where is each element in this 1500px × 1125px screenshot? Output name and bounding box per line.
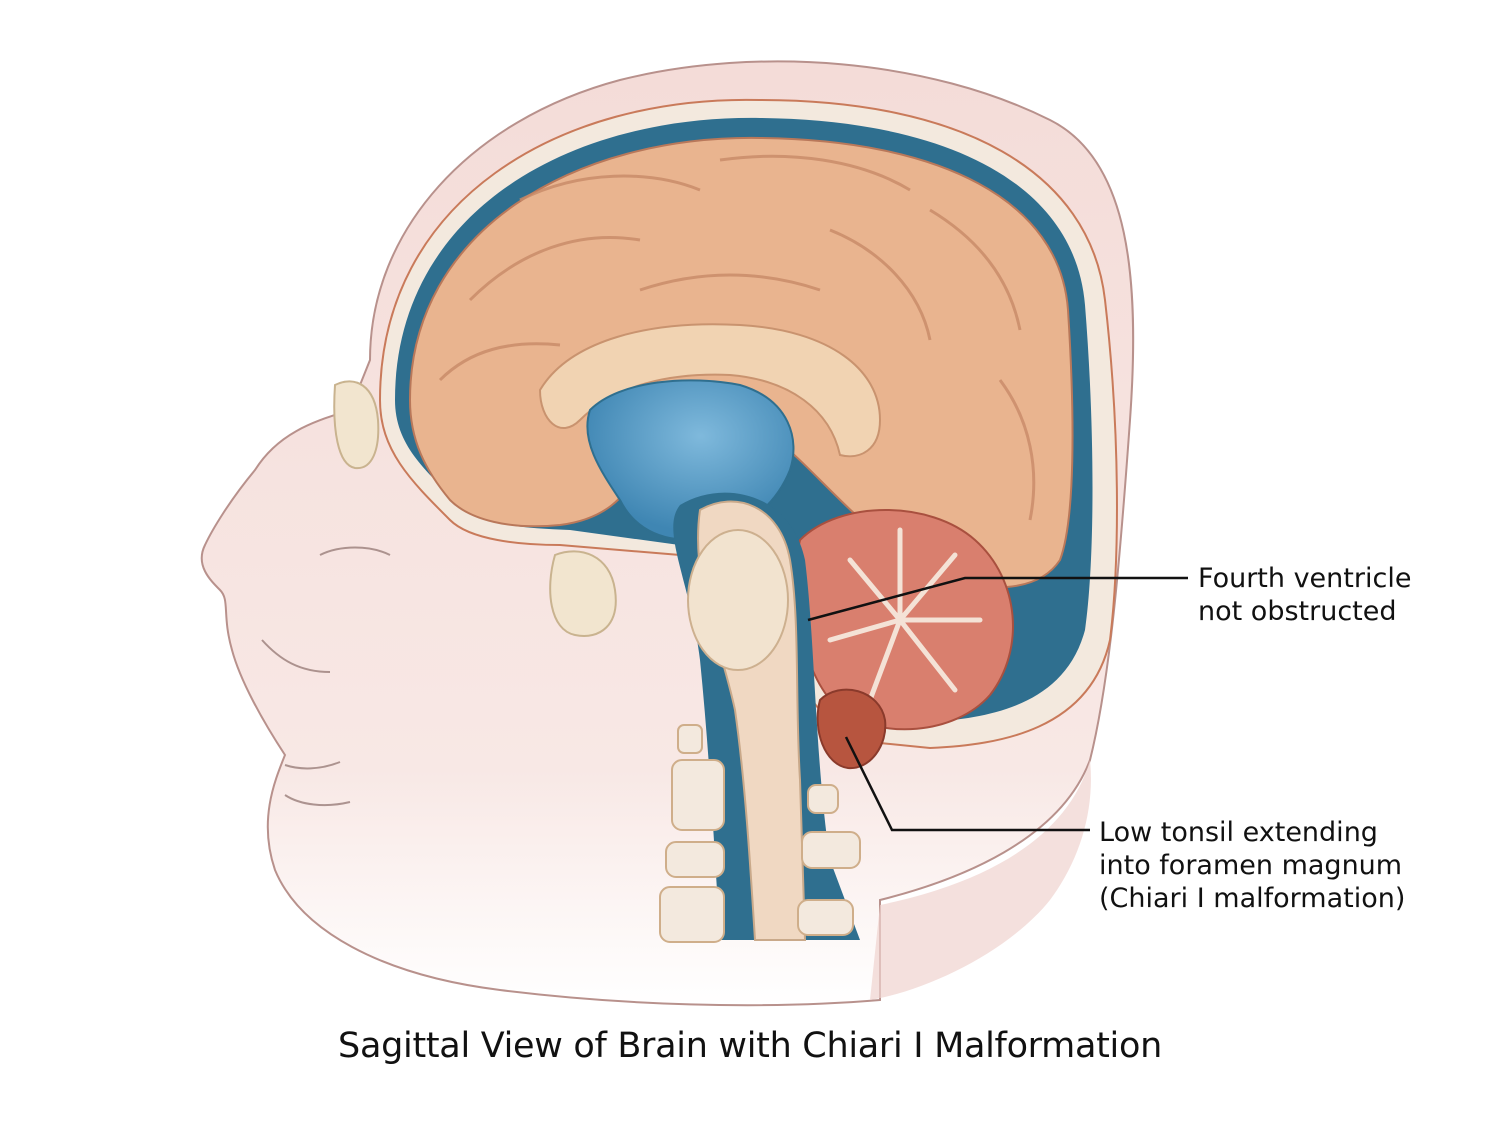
cerebellar-tonsil bbox=[816, 688, 887, 770]
callout-low-tonsil-line3: (Chiari I malformation) bbox=[1099, 883, 1406, 914]
vertebrae bbox=[659, 724, 861, 943]
neck-shading bbox=[870, 760, 1091, 1000]
frontal-sinus bbox=[333, 380, 380, 470]
callout-fourth-ventricle-line1: Fourth ventricle bbox=[1198, 563, 1412, 594]
callout-low-tonsil-line2: into foramen magnum bbox=[1099, 850, 1403, 881]
callout-fourth-ventricle-line2: not obstructed bbox=[1198, 596, 1397, 627]
face-contours bbox=[261, 546, 391, 807]
sphenoid-bone bbox=[549, 550, 617, 637]
pons bbox=[687, 529, 789, 671]
callout-low-tonsil-line1: Low tonsil extending bbox=[1099, 817, 1378, 848]
callout-fourth-ventricle: Fourth ventricle not obstructed bbox=[1198, 562, 1411, 628]
gyri-lines bbox=[438, 154, 1036, 521]
callout-low-tonsil: Low tonsil extending into foramen magnum… bbox=[1099, 816, 1405, 915]
figure-title: Sagittal View of Brain with Chiari I Mal… bbox=[338, 1026, 1162, 1066]
leader-lines bbox=[807, 576, 1188, 832]
